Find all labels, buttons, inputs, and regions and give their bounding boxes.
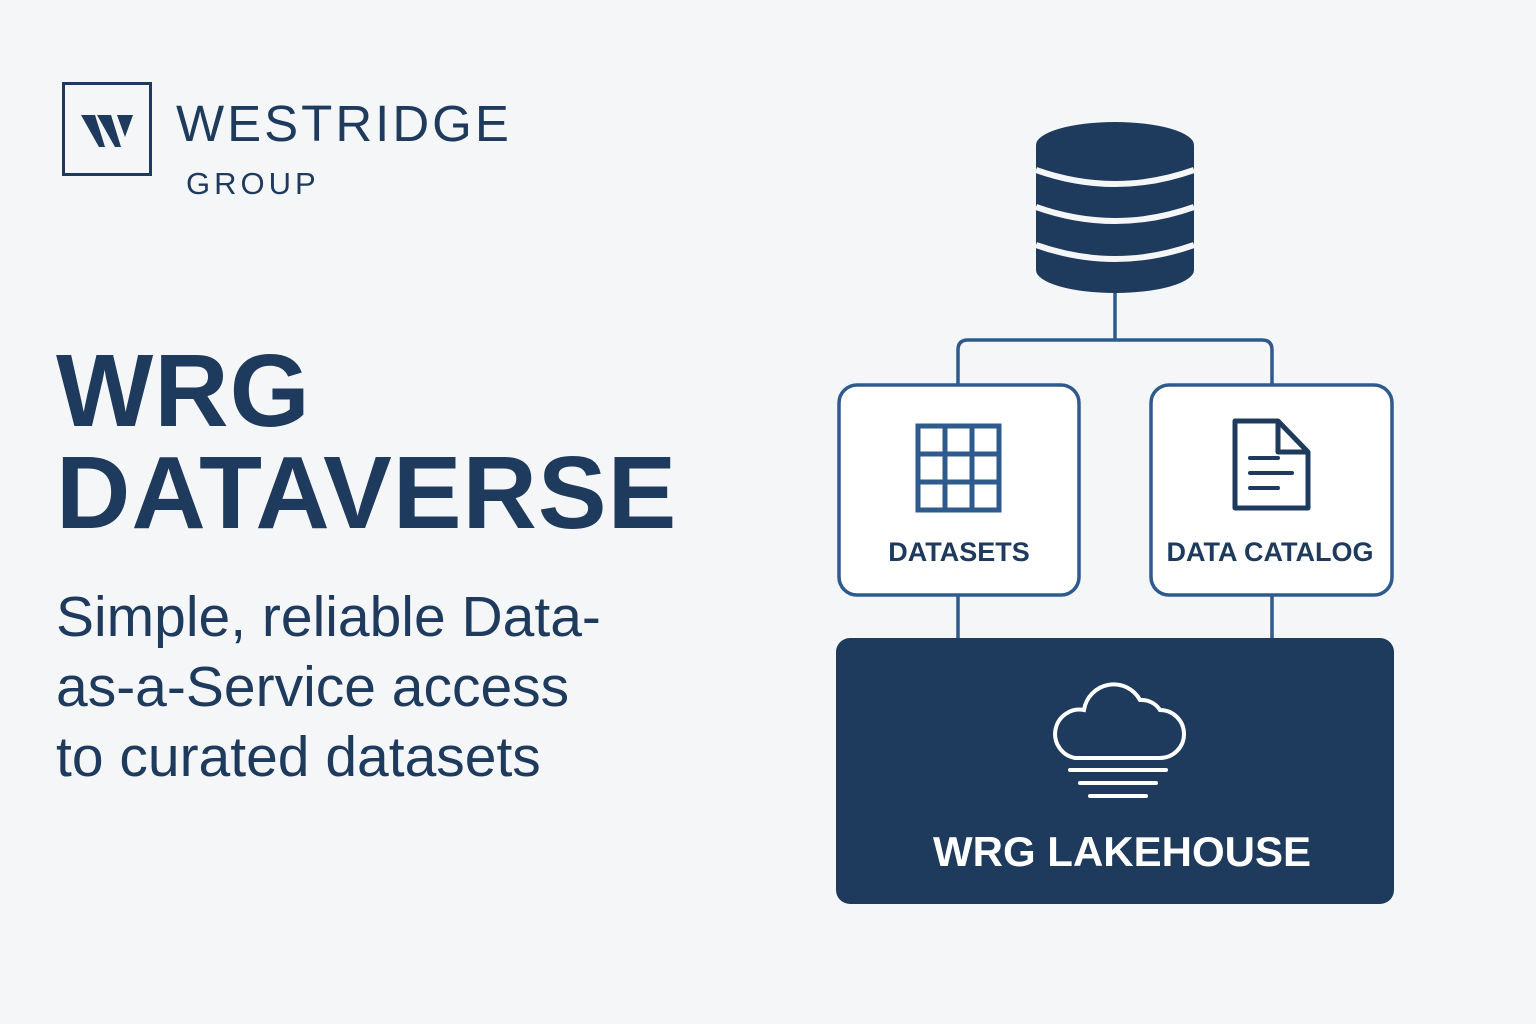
lakehouse-node[interactable]: WRG LAKEHOUSE — [836, 638, 1394, 904]
lakehouse-label: WRG LAKEHOUSE — [933, 828, 1311, 875]
brand-name: WESTRIDGE — [176, 95, 512, 152]
data-catalog-label: DATA CATALOG — [1167, 537, 1374, 567]
title-line-2: DATAVERSE — [56, 435, 678, 550]
document-icon — [1232, 418, 1311, 511]
logo-mark — [62, 82, 152, 176]
title-line-1: WRG — [56, 333, 311, 448]
datasets-label: DATASETS — [888, 537, 1030, 567]
connector-branch — [956, 338, 1274, 384]
table-grid-icon — [915, 423, 1002, 513]
cloud-icon — [1053, 682, 1186, 798]
tagline: Simple, reliable Data-as-a-Service acces… — [56, 585, 601, 789]
database-icon — [1034, 122, 1196, 293]
connectors — [956, 290, 1274, 638]
brand-subname: GROUP — [186, 166, 320, 201]
w-monogram-icon — [81, 115, 133, 147]
datasets-node[interactable]: DATASETS — [837, 383, 1081, 597]
page-title: WRG DATAVERSE — [56, 333, 678, 550]
data-catalog-node[interactable]: DATA CATALOG — [1149, 383, 1394, 597]
